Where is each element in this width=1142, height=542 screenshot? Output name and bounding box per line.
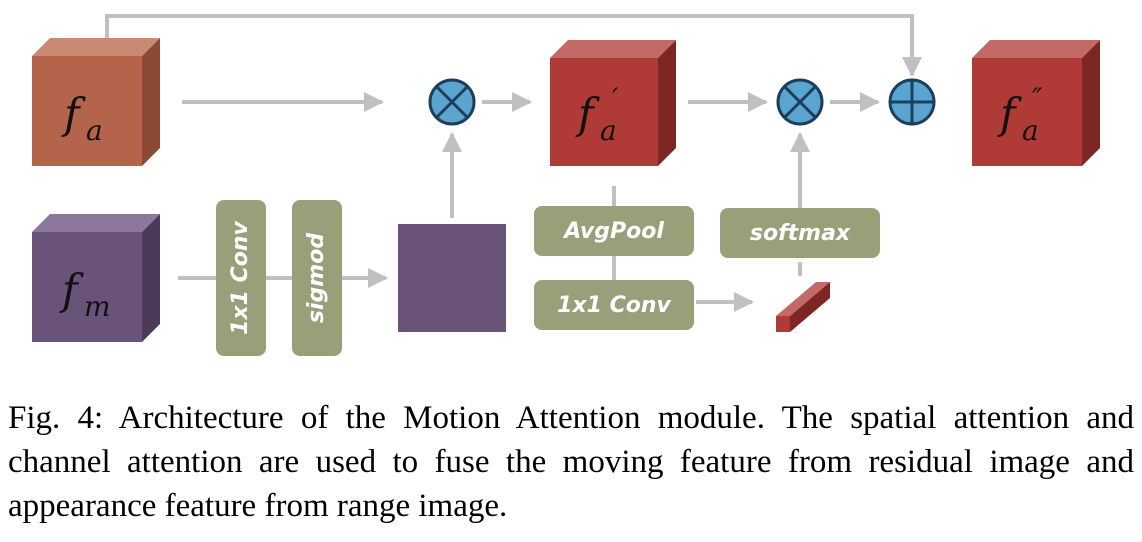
conv2-box: 1x1 Conv — [534, 280, 694, 330]
spatial-attention-map — [398, 224, 506, 332]
avgpool-label: AvgPool — [562, 219, 664, 244]
motion-attention-diagram: f a f m f a ′ f a ″ — [32, 14, 1100, 356]
cube-fa-double-prime: f a ″ — [972, 40, 1100, 166]
cube-fa: f a — [32, 38, 160, 166]
fa-double-prime-label-mark: ″ — [1032, 82, 1043, 115]
conv1-box: 1x1 Conv — [216, 200, 266, 356]
fm-label-sub: m — [84, 290, 111, 323]
conv1-label: 1x1 Conv — [228, 220, 253, 334]
multiply-operator-2 — [776, 78, 824, 126]
conv2-label: 1x1 Conv — [557, 293, 671, 318]
connectors — [105, 14, 922, 312]
sigmoid-label: sigmod — [304, 233, 329, 323]
softmax-label: softmax — [750, 221, 851, 246]
fa-label-sub: a — [86, 114, 103, 147]
softmax-box: softmax — [720, 208, 880, 258]
channel-attention-vector — [776, 282, 830, 332]
fa-prime-label-sub: a — [600, 114, 617, 147]
figure-caption: Fig. 4: Architecture of the Motion Atten… — [8, 400, 1134, 524]
add-operator — [888, 78, 936, 126]
skip-connection-arrow — [105, 14, 922, 77]
avgpool-box: AvgPool — [534, 206, 694, 256]
cube-fa-prime: f a ′ — [550, 40, 676, 166]
sigmoid-box: sigmod — [292, 200, 342, 356]
multiply-operator-1 — [428, 78, 476, 126]
fa-prime-label-mark: ′ — [612, 82, 619, 115]
cube-fm: f m — [32, 214, 160, 342]
fa-double-prime-label-sub: a — [1022, 114, 1039, 147]
